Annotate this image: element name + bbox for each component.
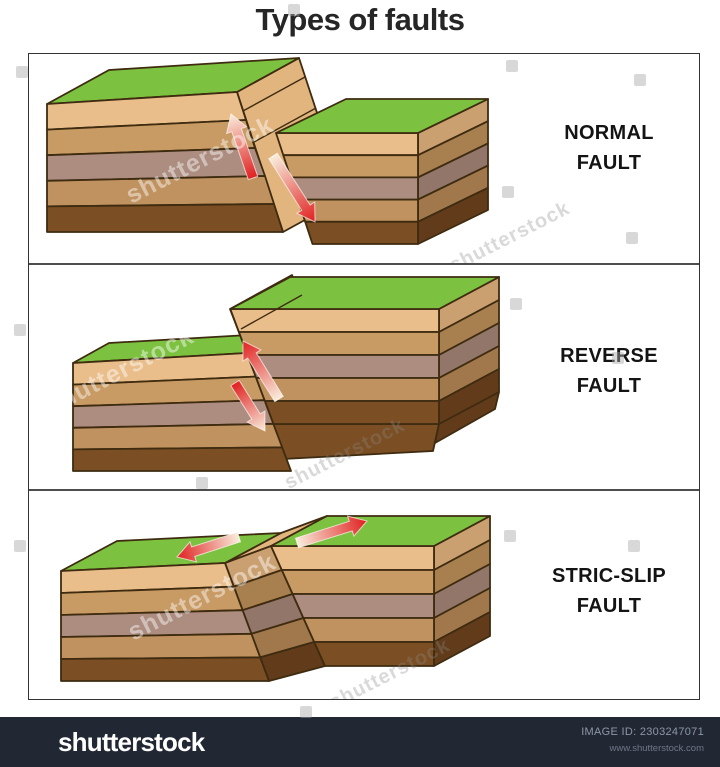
watermark-square: [510, 298, 522, 310]
fault-plane-stripe: [240, 294, 303, 330]
watermark-square: [14, 324, 26, 336]
watermark-square: [504, 530, 516, 542]
rock-layer: [229, 308, 440, 333]
watermark-square: [626, 232, 638, 244]
normal-fault-diagram: [46, 57, 489, 245]
rock-layer: [237, 331, 440, 356]
fault-plane-stripe: [253, 107, 317, 143]
rock-layer: [291, 593, 435, 619]
footer-bar: shutterstock IMAGE ID: 2303247071 www.sh…: [0, 717, 720, 767]
grass-surface: [275, 98, 489, 134]
fault-label-reverse: REVERSE FAULT: [517, 341, 699, 401]
rock-layer: [304, 220, 419, 245]
motion-arrow: [230, 379, 266, 432]
rock-layer: [289, 176, 419, 201]
motion-arrow: [176, 531, 242, 563]
shutterstock-logo: shutterstock: [58, 727, 205, 757]
watermark-square: [300, 706, 312, 718]
fault-label-strike-slip: STRIC-SLIP FAULT: [517, 561, 699, 621]
page-title: Types of faults: [255, 2, 465, 37]
fault-label-line: FAULT: [576, 152, 642, 174]
fault-label-line: REVERSE: [560, 345, 658, 367]
rock-layer: [246, 354, 440, 379]
footer-meta: IMAGE ID: 2303247071 www.shutterstock.co…: [581, 726, 704, 754]
rock-layer: [302, 617, 435, 643]
watermark-square: [612, 352, 624, 364]
rock-layer: [270, 545, 435, 571]
watermark-square: [14, 540, 26, 552]
fault-label-line: FAULT: [576, 595, 642, 617]
fault-label-line: NORMAL: [564, 122, 654, 144]
watermark-square: [16, 66, 28, 78]
rock-layer: [46, 175, 275, 208]
rock-layer: [280, 569, 435, 595]
motion-arrow: [268, 152, 316, 223]
rock-layer: [255, 377, 440, 402]
watermark-square: [634, 74, 646, 86]
reverse-fault-diagram: [72, 274, 500, 472]
watermark-square: [288, 4, 300, 16]
strike-slip-fault-diagram: [60, 515, 491, 682]
rock-layer: [282, 154, 419, 179]
motion-arrow: [242, 340, 284, 403]
watermark-square: [196, 477, 208, 489]
rock-layer: [60, 656, 270, 682]
watermark-square: [628, 540, 640, 552]
rock-layer: [60, 609, 253, 638]
rock-layer: [72, 446, 292, 472]
rock-layer: [60, 632, 262, 660]
site-url: www.shutterstock.com: [609, 743, 705, 754]
fault-label-line: STRIC-SLIP: [551, 565, 667, 587]
rock-layer: [272, 423, 440, 460]
grass-surface: [229, 276, 500, 310]
motion-arrow: [225, 113, 259, 181]
watermark-square: [502, 186, 514, 198]
rock-layer: [72, 422, 284, 451]
fault-plane-stripe: [242, 76, 306, 112]
rock-layer: [263, 400, 440, 425]
rock-layer: [46, 203, 284, 233]
rock-layer: [313, 641, 435, 667]
motion-arrow: [294, 515, 368, 549]
rock-layer: [296, 198, 419, 223]
rock-layer: [275, 132, 419, 157]
watermark-square: [506, 60, 518, 72]
image-id: IMAGE ID: 2303247071: [581, 726, 704, 738]
fault-label-normal: NORMAL FAULT: [517, 118, 699, 178]
fault-label-line: FAULT: [576, 375, 642, 397]
